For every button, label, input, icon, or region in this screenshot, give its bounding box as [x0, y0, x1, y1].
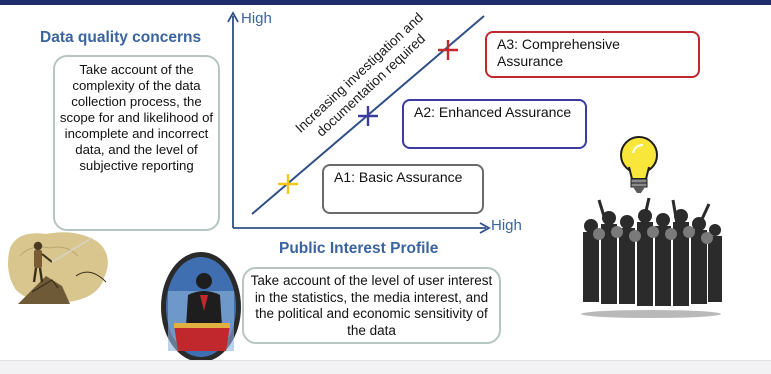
public-interest-box: Take account of the level of user intere…	[242, 267, 501, 344]
top-rule	[0, 0, 771, 5]
data-quality-heading: Data quality concerns	[40, 29, 202, 46]
a1-marker	[278, 174, 298, 194]
level-a3-box: A3: Comprehensive Assurance	[485, 31, 700, 78]
speaker-at-podium-illustration	[161, 252, 241, 362]
lightbulb-icon	[620, 136, 658, 193]
bottom-strip	[0, 360, 771, 374]
level-a1-box: A1: Basic Assurance	[322, 164, 484, 214]
x-axis-arrow	[479, 222, 491, 234]
crowd-illustration	[581, 197, 722, 318]
x-axis-label: High	[491, 217, 522, 234]
a3-marker	[438, 40, 458, 60]
a2-marker	[358, 106, 378, 126]
level-a2-box: A2: Enhanced Assurance	[402, 99, 587, 149]
y-axis-label: High	[241, 10, 272, 27]
public-interest-heading: Public Interest Profile	[279, 240, 439, 257]
y-axis-arrow	[227, 11, 239, 23]
data-quality-box: Take account of the complexity of the da…	[53, 55, 220, 231]
climber-illustration	[8, 232, 108, 304]
